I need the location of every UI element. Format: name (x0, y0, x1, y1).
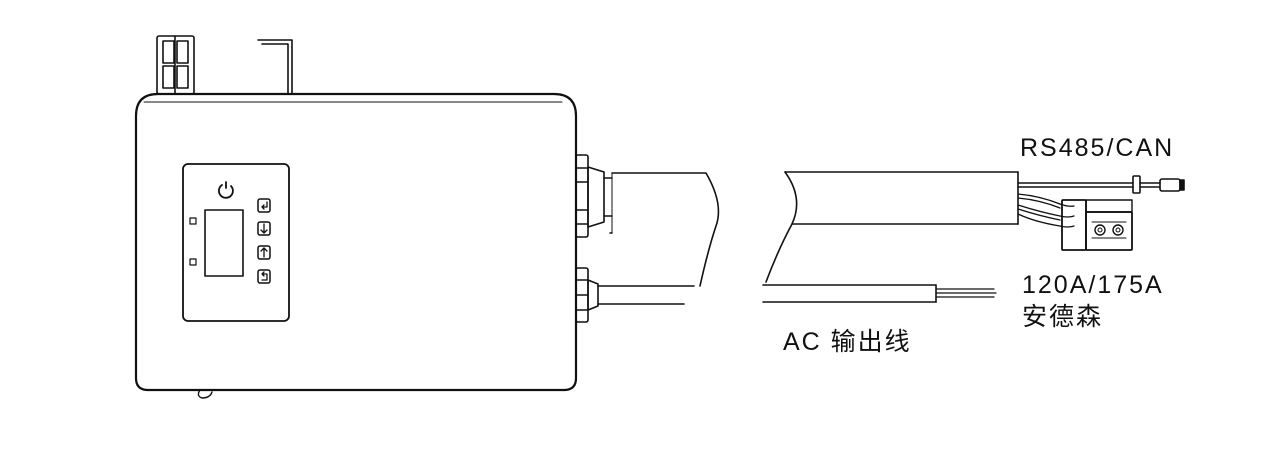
rs485-can-cable (1017, 175, 1185, 194)
mounting-bracket (257, 39, 293, 95)
connector-name-label: 安德森 (1022, 303, 1104, 331)
led-indicator (189, 258, 197, 266)
dc-cable-right (765, 171, 1019, 283)
up-button[interactable] (257, 245, 271, 260)
ac-cable-left (597, 285, 695, 305)
top-terminal-block (156, 35, 195, 95)
power-icon[interactable] (218, 181, 234, 199)
lcd-display (204, 209, 244, 277)
back-button[interactable] (257, 269, 271, 284)
down-button[interactable] (257, 221, 271, 236)
rs485-can-label: RS485/CAN (1020, 134, 1175, 162)
connector-rating-label: 120A/175A (1022, 271, 1164, 299)
anderson-connector (1061, 199, 1133, 251)
control-panel (182, 163, 290, 322)
upper-cable-gland (575, 154, 613, 238)
rj45-plug (1159, 178, 1181, 192)
lower-cable-gland (575, 267, 599, 323)
power-wires (1017, 193, 1075, 228)
dc-cable-left (609, 172, 720, 287)
ac-output-label: AC 输出线 (783, 328, 912, 356)
led-indicator (189, 217, 197, 225)
ac-cable-right (762, 284, 997, 303)
enter-button[interactable] (257, 198, 271, 213)
inverter-housing (134, 92, 578, 399)
